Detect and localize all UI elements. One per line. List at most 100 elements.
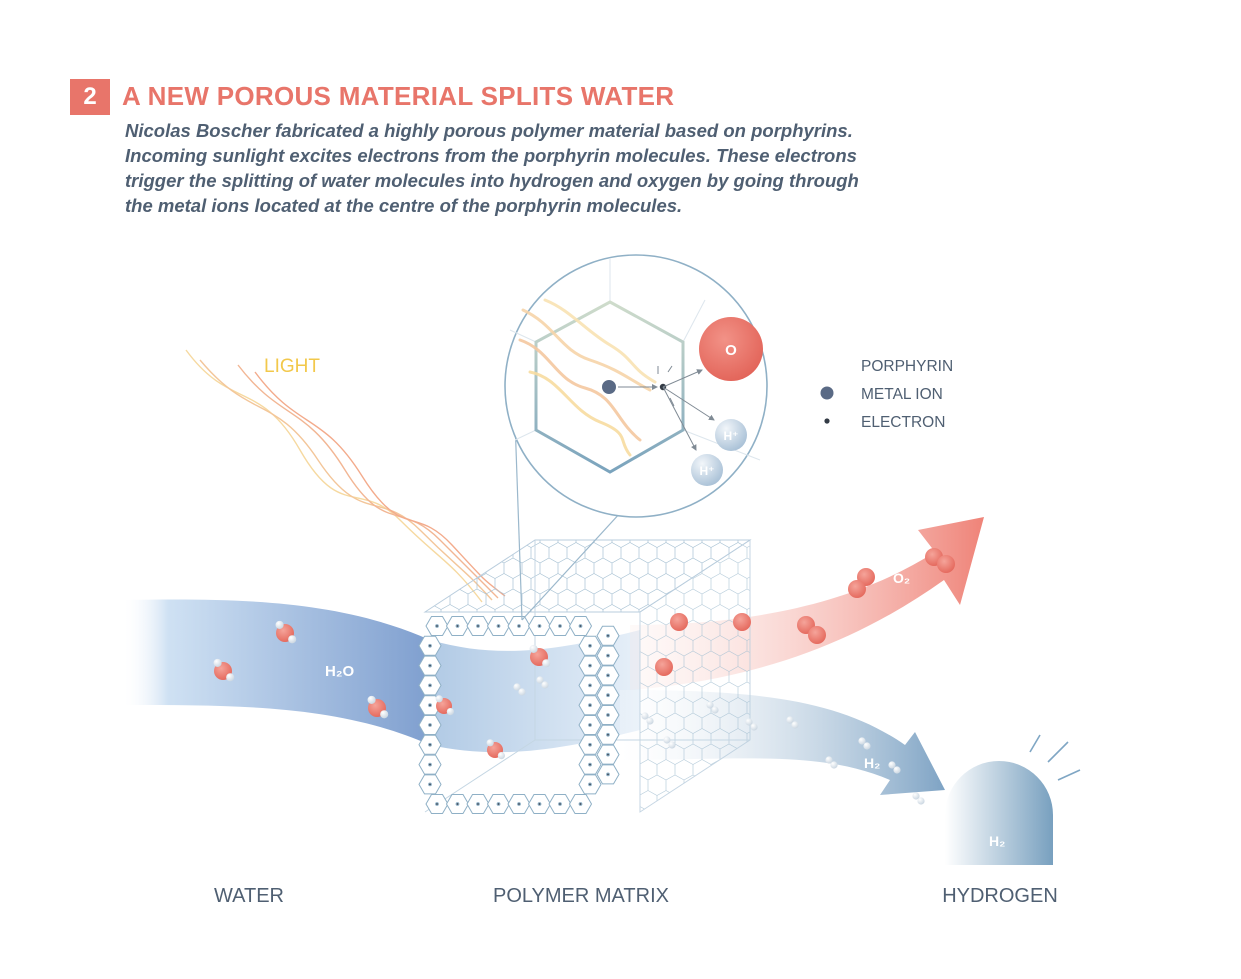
hydrogen-molecules (513, 676, 925, 805)
hydrogen-atom (711, 706, 719, 714)
matrix-cell-dot (428, 782, 432, 787)
zoom-connector (514, 419, 633, 621)
hydrogen-atom (917, 797, 925, 805)
matrix-cell-dot (476, 624, 480, 628)
matrix-cell-dot (537, 624, 542, 628)
matrix-cell-dot (496, 802, 501, 806)
hydrogen-atom (786, 716, 794, 724)
hydrogen-atom (367, 695, 376, 704)
hydrogen-atom (497, 752, 505, 760)
light-rays (185, 349, 506, 603)
oxygen-atom (670, 613, 688, 631)
matrix-cell-dot (606, 653, 610, 658)
hydrogen-atom (536, 676, 544, 684)
hydrogen-atom (646, 717, 654, 725)
matrix-cell-dot (588, 762, 592, 767)
hydrogen-atom (706, 701, 714, 709)
description-line: trigger the splitting of water molecules… (125, 170, 859, 191)
electron-burst (657, 365, 715, 451)
hydrogen-atom (226, 673, 235, 682)
description: Nicolas Boscher fabricated a highly poro… (125, 118, 945, 218)
porphyrin-zoom-circle: O H⁺ H⁺ (504, 254, 768, 518)
oxygen-atom (808, 626, 826, 644)
oxygen-atom (699, 317, 763, 381)
matrix-cell-dot (428, 742, 432, 747)
porphyrin-wavy-chains (518, 298, 657, 457)
hydrogen-atom (745, 718, 753, 726)
stage-label-polymer-matrix: POLYMER MATRIX (493, 885, 669, 907)
matrix-cell-dot (606, 713, 610, 717)
hydrogen-atom (435, 695, 443, 703)
matrix-cell-dot (428, 683, 432, 688)
h2o-label: H₂O (325, 663, 354, 680)
description-line: Incoming sunlight excites electrons from… (125, 145, 857, 166)
matrix-cell-dot (606, 752, 610, 757)
matrix-cell-dot (558, 802, 562, 806)
legend-metal-ion-label: METAL ION (861, 386, 943, 403)
hydrogen-atom (446, 708, 454, 716)
proton-2 (691, 454, 723, 486)
oxygen-molecules (655, 548, 955, 676)
matrix-cell-dot (588, 782, 592, 787)
oxygen-atom-label: O (725, 342, 737, 359)
matrix-cell-dot (588, 683, 592, 688)
o2-label: O₂ (893, 570, 910, 586)
matrix-cell-dot (588, 742, 592, 747)
matrix-cell-dot (455, 624, 460, 628)
hydrogen-atom (288, 635, 297, 644)
matrix-cell-dot (588, 703, 592, 708)
oxygen-atom (733, 613, 751, 631)
hydrogen-atom (486, 739, 494, 747)
stage-label-water: WATER (214, 885, 284, 907)
legend-porphyrin-label: PORPHYRIN (861, 358, 953, 375)
tank-label: H₂ (989, 833, 1005, 849)
matrix-cell-dot (606, 693, 610, 698)
legend-electron-label: ELECTRON (861, 414, 945, 431)
legend-metal-ion-swatch (820, 386, 834, 400)
description-line: the metal ions located at the centre of … (125, 195, 683, 216)
description-line: Nicolas Boscher fabricated a highly poro… (125, 120, 853, 141)
water-stream (122, 599, 430, 745)
hydrogen-atom (825, 756, 833, 764)
hydrogen-atom (750, 723, 758, 731)
hydrogen-atom (513, 683, 521, 691)
matrix-cell-dot (606, 732, 610, 737)
matrix-cell-dot (606, 673, 610, 678)
matrix-cell-dot (496, 624, 501, 628)
metal-ion (602, 380, 616, 394)
matrix-cell-dot (606, 772, 610, 777)
matrix-cell-dot (476, 802, 480, 806)
hydrogen-atom (641, 712, 649, 720)
hydrogen-atom (791, 721, 799, 729)
oxygen-atom (937, 555, 955, 573)
light-label: LIGHT (264, 356, 320, 377)
matrix-cell-dot (578, 624, 583, 628)
matrix-cell-dot (578, 802, 583, 806)
matrix-cell-dot (428, 762, 432, 767)
oxygen-atom (655, 658, 673, 676)
hydrogen-atom (275, 620, 284, 629)
h2-label: H₂ (864, 755, 880, 771)
hydrogen-atom (542, 659, 551, 668)
matrix-cell-dot (558, 624, 562, 628)
matrix-cell-dot (428, 643, 432, 648)
page-title: A NEW POROUS MATERIAL SPLITS WATER (122, 81, 675, 111)
water-molecules (213, 620, 551, 760)
hydrogen-atom (858, 737, 866, 745)
polymer-matrix (418, 539, 752, 814)
proton-2-label: H⁺ (700, 464, 715, 478)
hydrogen-tank (945, 734, 1081, 865)
hydrogen-atom (668, 741, 676, 749)
matrix-cell-dot (517, 624, 521, 628)
matrix-cell-dot (428, 663, 432, 668)
hydrogen-atom (213, 658, 222, 667)
oxygen-atom (848, 580, 866, 598)
matrix-cell-dot (428, 703, 432, 708)
matrix-cell-dot (588, 723, 592, 727)
hydrogen-atom (893, 766, 901, 774)
hydrogen-atom (863, 742, 871, 750)
proton-1-label: H⁺ (724, 429, 739, 443)
hydrogen-atom (912, 792, 920, 800)
hydrogen-atom (529, 644, 538, 653)
